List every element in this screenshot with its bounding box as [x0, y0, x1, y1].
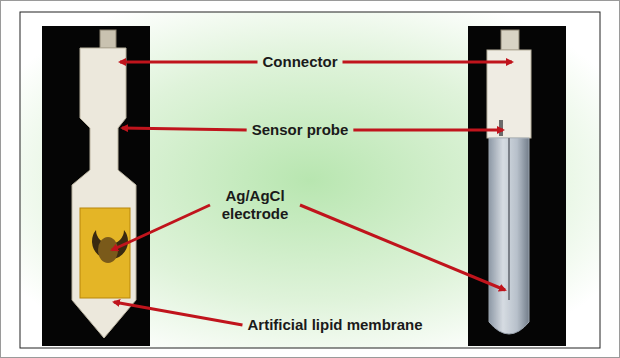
part-label-box: Sensor probe — [200, 121, 400, 139]
leader-arrow — [114, 302, 242, 325]
leader-arrow — [122, 128, 247, 130]
reference-electrode-probe — [487, 30, 531, 334]
part-label-box: Ag/AgCl electrode — [215, 187, 295, 223]
part-label-box: Artificial lipid membrane — [205, 316, 465, 334]
part-label: Connector — [263, 53, 338, 71]
leader-arrow — [343, 61, 513, 64]
leader-arrow — [120, 61, 258, 64]
lipid-sensor-probe — [72, 30, 136, 338]
leader-arrow — [112, 205, 210, 250]
right-photo-panel — [468, 26, 566, 346]
leader-arrow — [353, 129, 503, 132]
leader-arrow — [300, 205, 505, 290]
left-photo-panel — [42, 26, 150, 346]
part-label: Artificial lipid membrane — [247, 316, 422, 334]
part-label-box: Connector — [200, 53, 400, 71]
inner-frame — [20, 12, 600, 348]
part-label: Sensor probe — [252, 121, 349, 139]
part-label: Ag/AgCl electrode — [215, 187, 295, 223]
